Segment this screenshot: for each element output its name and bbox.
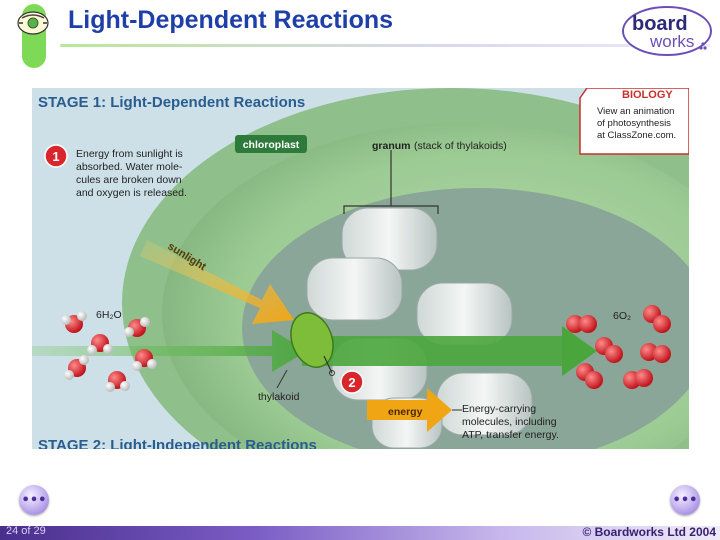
next-arrow-icon: ••• xyxy=(672,492,698,508)
chloroplast-label: chloroplast xyxy=(243,139,300,151)
thylakoid-label: thylakoid xyxy=(258,391,300,403)
energy-label: energy xyxy=(388,406,423,418)
granum-note: (stack of thylakoids) xyxy=(414,140,507,152)
boardworks-logo: board works xyxy=(622,6,712,56)
stage1-heading: STAGE 1: Light-Dependent Reactions xyxy=(38,94,305,111)
biology-link-box: BIOLOGY View an animation of photosynthe… xyxy=(579,88,689,155)
stage2-heading: STAGE 2: Light-Independent Reactions xyxy=(38,437,317,449)
oxygen-molecules xyxy=(566,305,671,389)
copyright-text: © Boardworks Ltd 2004 xyxy=(582,525,716,539)
slide-title: Light-Dependent Reactions xyxy=(68,6,394,34)
figure-illustration: STAGE 1: Light-Dependent Reactions STAGE… xyxy=(32,88,689,449)
energy-description: Energy-carrying molecules, including ATP… xyxy=(462,403,559,441)
previous-slide-button[interactable]: ••• xyxy=(19,485,49,515)
step1-description: Energy from sunlight is absorbed. Water … xyxy=(76,148,187,199)
oxygen-label: 6O₂ xyxy=(613,310,631,322)
granum-label: granum xyxy=(372,140,411,152)
logo-line2: works xyxy=(649,32,694,51)
photosynthesis-figure: STAGE 1: Light-Dependent Reactions STAGE… xyxy=(32,88,689,449)
step1-number: 1 xyxy=(52,149,59,164)
water-label: 6H₂O xyxy=(96,309,122,321)
biology-text: View an animation of photosynthesis at C… xyxy=(597,106,677,141)
water-molecules xyxy=(61,311,157,392)
next-slide-button[interactable]: ••• xyxy=(670,485,700,515)
logo-line1: board xyxy=(632,13,688,35)
biology-heading: BIOLOGY xyxy=(622,89,673,101)
footer-bar xyxy=(0,526,720,540)
step2-number: 2 xyxy=(348,375,355,390)
slide-number: 24 of 29 xyxy=(6,525,46,537)
previous-arrow-icon: ••• xyxy=(21,492,47,508)
boardworks-badge-icon xyxy=(17,11,49,35)
title-underline xyxy=(60,44,710,47)
